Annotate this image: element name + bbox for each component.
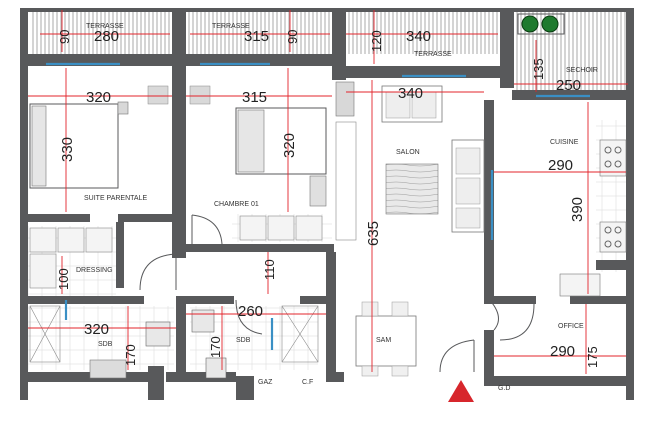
dim-terrasse-1-depth: 90	[57, 30, 72, 44]
sink-icon	[147, 85, 211, 105]
dim-sdb2-width: 260	[238, 303, 263, 320]
dim-cuisine-depth: 390	[569, 197, 586, 222]
bed-icon	[235, 107, 327, 207]
dim-chambre-width: 315	[242, 89, 267, 106]
coffee-table-icon	[385, 163, 439, 215]
toilet-icon	[145, 309, 227, 379]
dim-terrasse-3-depth: 120	[369, 30, 384, 52]
label-terrasse-1: TERRASSE	[86, 23, 124, 30]
dim-sdb1-width: 320	[84, 321, 109, 338]
bed-icon	[29, 101, 129, 189]
dim-hall-depth: 110	[262, 259, 277, 280]
stove-icon	[559, 139, 627, 297]
dim-salon-depth: 635	[365, 221, 382, 246]
doors	[139, 214, 535, 373]
dim-suite-width: 320	[86, 89, 111, 106]
label-gd: G.D	[498, 385, 510, 392]
dressing-cabinets	[29, 215, 323, 289]
dim-terrasse-2-width: 315	[244, 28, 269, 45]
label-gaz: GAZ	[258, 379, 273, 386]
dim-sdb2-depth: 170	[208, 336, 223, 358]
sofa-icon	[335, 81, 485, 241]
dim-office-width: 290	[550, 343, 575, 360]
label-terrasse-2: TERRASSE	[212, 23, 250, 30]
dim-sdb1-depth: 170	[123, 344, 138, 366]
label-cuisine: CUISINE	[550, 139, 579, 146]
label-dressing: DRESSING	[76, 267, 113, 274]
dim-suite-depth: 330	[59, 137, 76, 162]
windows	[46, 62, 590, 350]
dim-terrasse-1-width: 280	[94, 28, 119, 45]
label-salon: SALON	[396, 149, 420, 156]
walls	[20, 8, 634, 400]
label-cf: C.F	[302, 379, 313, 386]
label-office: OFFICE	[558, 323, 584, 330]
label-suite-parentale: SUITE PARENTALE	[84, 195, 147, 202]
dim-sechoir-width: 250	[556, 77, 581, 94]
dim-sechoir-depth: 135	[531, 58, 546, 80]
dim-chambre-depth: 320	[281, 133, 298, 158]
sink-icon	[89, 359, 127, 379]
plant-icon	[517, 13, 565, 35]
dim-terrasse-3-width: 340	[406, 28, 431, 45]
entry-arrow-icon	[448, 380, 474, 402]
dim-terrasse-2-depth: 90	[285, 30, 300, 44]
label-sam: SAM	[376, 337, 391, 344]
dimension-lines	[28, 10, 628, 374]
label-sdb-1: SDB	[98, 341, 113, 348]
dim-cuisine-width: 290	[548, 157, 573, 174]
dimension-values: 280 90 315 90 340 120 250 135 320 330 31…	[56, 28, 600, 368]
dim-salon-width: 340	[398, 85, 423, 102]
room-labels: TERRASSE TERRASSE TERRASSE SECHOIR SUITE…	[76, 23, 598, 392]
table-icon	[355, 301, 417, 377]
shower-icon	[29, 305, 319, 363]
dim-office-depth: 175	[585, 346, 600, 368]
label-chambre-01: CHAMBRE 01	[214, 201, 259, 208]
dim-dressing-depth: 100	[56, 268, 71, 290]
terrace-area	[24, 8, 632, 94]
label-terrasse-3: TERRASSE	[414, 51, 452, 58]
label-sechoir: SECHOIR	[566, 67, 598, 74]
label-sdb-2: SDB	[236, 337, 251, 344]
